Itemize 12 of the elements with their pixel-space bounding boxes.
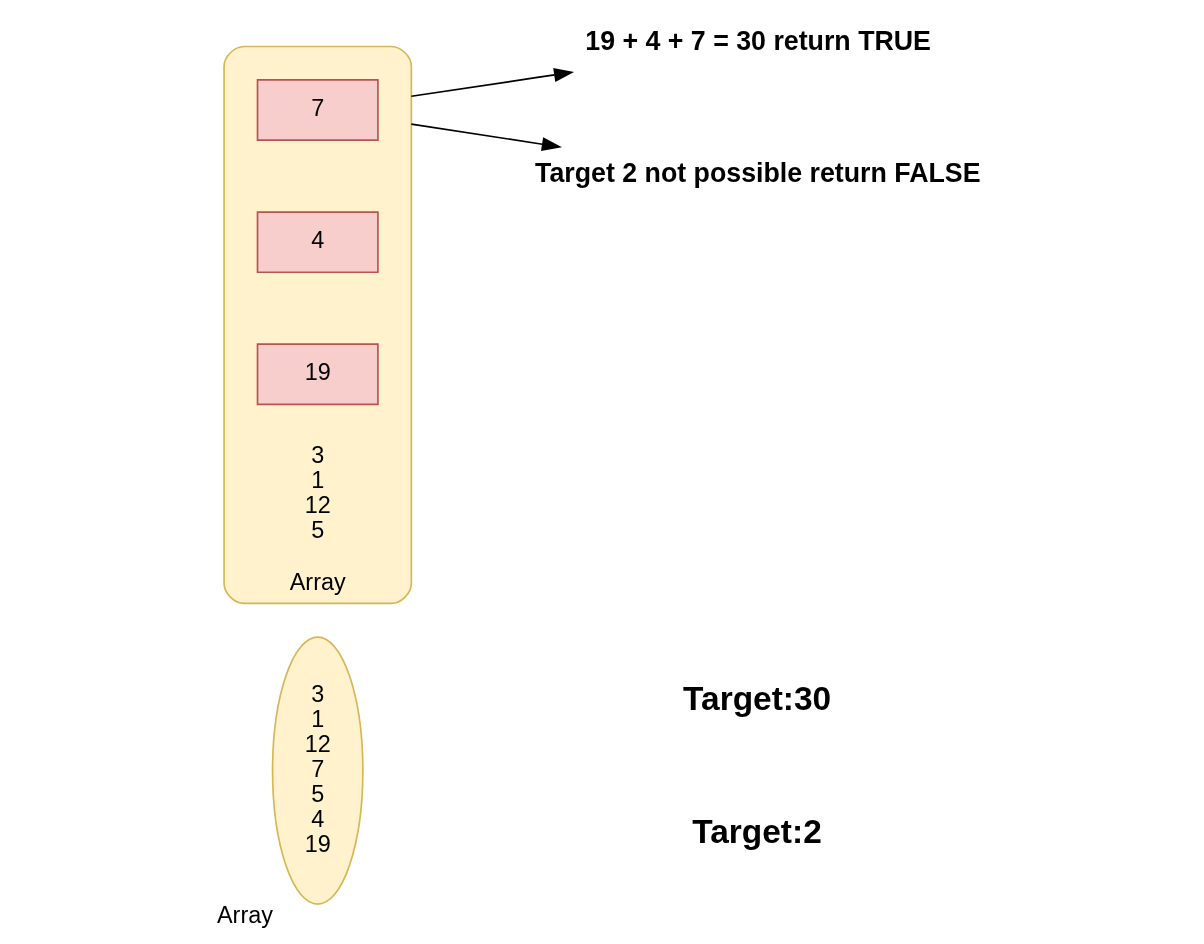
node-box: 19 [256,343,379,406]
node-box: 4 [256,211,379,274]
node-box: 7 [256,79,379,141]
label: Target:30 [683,680,832,718]
node-label: Array [289,569,346,596]
node-text: 19 + 4 + 7 = 30 return TRUE [585,25,931,56]
node-label: Array [217,901,273,928]
node-ellipse: 3 1 12 7 5 4 19 [271,636,364,905]
arrow [410,68,575,98]
node-text: Target 2 not possible return FALSE [535,157,981,188]
label: Target:2 [692,812,822,850]
arrow [410,123,562,152]
